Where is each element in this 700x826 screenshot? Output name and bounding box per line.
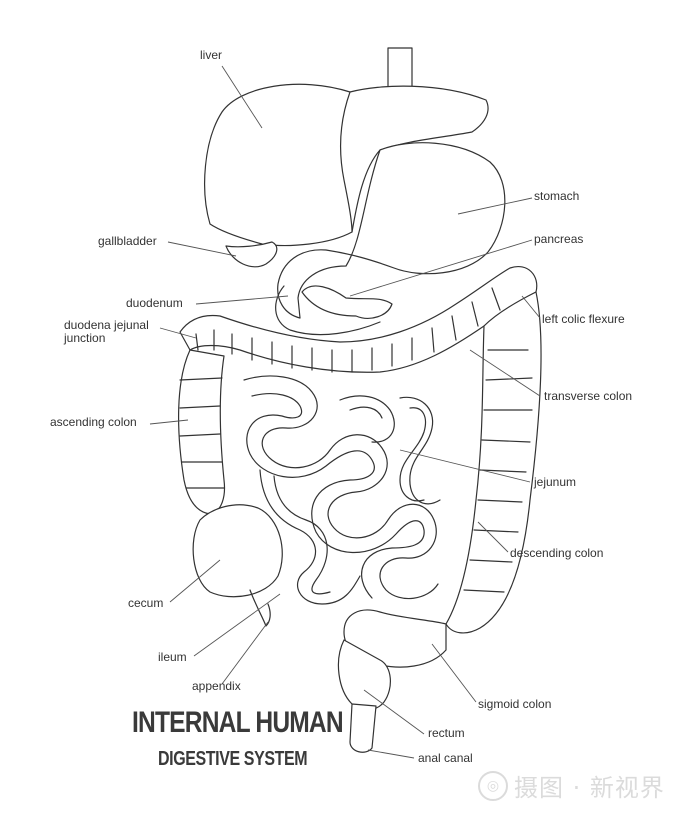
label-sigmoid-colon: sigmoid colon	[478, 697, 552, 711]
ascending-colon	[178, 349, 226, 515]
label-gallbladder: gallbladder	[98, 234, 157, 248]
label-ascending-colon: ascending colon	[50, 415, 137, 429]
label-appendix: appendix	[192, 679, 241, 693]
camera-logo-icon: ◎	[478, 770, 508, 801]
ascending-colon-haustra	[179, 377, 225, 489]
label-descending-colon: descending colon	[510, 546, 604, 560]
watermark-text: 摄图 · 新视界	[514, 774, 665, 802]
gallbladder	[225, 241, 278, 268]
label-rectum: rectum	[428, 726, 465, 740]
label-anal-canal: anal canal	[418, 751, 473, 765]
transverse-colon	[179, 266, 538, 373]
label-liver: liver	[200, 48, 223, 62]
transverse-colon-haustra	[195, 287, 501, 373]
cecum	[192, 504, 283, 598]
label-jejunum: jejunum	[534, 475, 577, 489]
anal-canal	[349, 703, 377, 753]
duodenum	[275, 285, 381, 336]
label-left-colic-flexure: left colic flexure	[542, 312, 625, 326]
stomach	[277, 142, 506, 319]
liver-lobe-line	[340, 91, 353, 233]
label-pancreas: pancreas	[534, 232, 584, 246]
appendix	[249, 589, 271, 627]
small-intestine	[243, 375, 441, 605]
label-ileum: ileum	[158, 650, 187, 664]
descending-colon-haustra	[463, 349, 533, 593]
label-duodenum: duodenum	[126, 296, 183, 310]
watermark: ◎ 摄图 · 新视界	[478, 768, 665, 803]
title-sub: DIGESTIVE SYSTEM	[158, 748, 308, 770]
label-cecum: cecum	[128, 596, 164, 610]
sigmoid-colon	[343, 609, 447, 668]
label-junction: junction	[64, 331, 106, 345]
label-transverse-colon: transverse colon	[544, 389, 633, 403]
label-stomach: stomach	[534, 189, 580, 203]
leader-lines	[149, 65, 541, 759]
label-duodena-jejunal: duodena jejunal	[64, 318, 149, 332]
title-main: INTERNAL HUMAN	[132, 706, 344, 739]
descending-colon	[445, 291, 542, 634]
pancreas	[301, 285, 393, 319]
